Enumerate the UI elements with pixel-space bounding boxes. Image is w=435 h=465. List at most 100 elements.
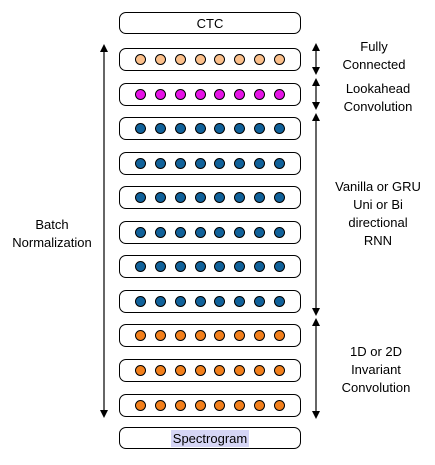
neuron-dot [234,330,246,341]
neuron-dot [194,330,206,341]
neuron-dot [154,400,166,411]
neuron-dot [254,192,266,203]
neuron-dot [154,261,166,272]
layer-rnn [119,221,301,244]
neuron-dot [194,400,206,411]
neuron-dot [214,89,226,100]
neuron-dot [214,296,226,307]
neuron-dot [234,365,246,376]
neuron-dot [174,261,186,272]
batch-norm-label: Batch Normalization [12,217,92,250]
layer-convolution [119,359,301,382]
neuron-dot [254,365,266,376]
neuron-dot [254,330,266,341]
neuron-dot [154,330,166,341]
neuron-dot [274,192,285,203]
neuron-dot [214,365,226,376]
layer-rnn [119,117,301,140]
neuron-dot [134,123,146,134]
neuron-dot [254,261,266,272]
neuron-dot [214,227,226,238]
neuron-dot [274,89,285,100]
neuron-dot [194,296,206,307]
neuron-dot [234,192,246,203]
neuron-dot [134,261,146,272]
neuron-dot [174,158,186,169]
spectrogram-label: Spectrogram [170,429,250,447]
neuron-dot [214,400,226,411]
ctc-label: CTC [196,15,224,31]
neuron-dot [154,296,166,307]
neuron-dot [234,54,246,65]
layer-fully-connected [119,48,301,71]
layer-rnn [119,186,301,209]
neuron-dot [254,123,266,134]
neuron-dot [194,227,206,238]
neuron-dot [154,158,166,169]
neuron-dot [274,330,285,341]
neuron-dot [134,400,146,411]
neuron-dot [134,158,146,169]
neuron-dot [234,158,246,169]
layer-convolution [119,324,301,347]
rnn-label: Vanilla or GRU Uni or Bi directional RNN [335,179,421,248]
neuron-dot [154,89,166,100]
layer-rnn [119,290,301,313]
neuron-dot [134,89,146,100]
convolution-label: 1D or 2D Invariant Convolution [341,344,411,395]
neuron-dot [174,54,186,65]
neuron-dot [134,365,146,376]
neuron-dot [254,400,266,411]
neuron-dot [254,227,266,238]
neuron-dot [134,296,146,307]
neuron-dot [254,54,266,65]
spectrogram-box: Spectrogram [119,427,301,449]
neuron-dot [154,192,166,203]
neuron-dot [234,123,246,134]
neuron-dot [174,296,186,307]
neuron-dot [174,123,186,134]
neuron-dot [234,296,246,307]
neuron-dot [234,400,246,411]
neuron-dot [274,296,285,307]
neuron-dot [274,54,285,65]
neuron-dot [174,330,186,341]
layer-rnn [119,255,301,278]
neuron-dot [274,227,285,238]
neuron-dot [154,365,166,376]
neuron-dot [154,123,166,134]
layer-lookahead [119,83,301,106]
neuron-dot [214,330,226,341]
lookahead-label: Lookahead Convolution [343,81,413,114]
neuron-dot [174,192,186,203]
neuron-dot [194,123,206,134]
neuron-dot [134,192,146,203]
neuron-dot [214,54,226,65]
neuron-dot [214,192,226,203]
neuron-dot [274,365,285,376]
ctc-box: CTC [119,12,301,34]
neuron-dot [194,365,206,376]
neuron-dot [134,54,146,65]
neuron-dot [274,123,285,134]
neuron-dot [194,192,206,203]
neuron-dot [154,227,166,238]
neuron-dot [194,261,206,272]
neuron-dot [254,89,266,100]
neuron-dot [254,158,266,169]
neuron-dot [194,89,206,100]
neuron-dot [174,365,186,376]
neuron-dot [234,89,246,100]
neuron-dot [194,54,206,65]
neuron-dot [214,261,226,272]
neuron-dot [274,400,285,411]
neuron-dot [154,54,166,65]
neuron-dot [274,261,285,272]
neuron-dot [274,158,285,169]
neuron-dot [194,158,206,169]
fully-connected-label: Fully Connected [342,39,406,72]
neuron-dot [214,123,226,134]
layer-convolution [119,394,301,417]
neuron-dot [134,227,146,238]
